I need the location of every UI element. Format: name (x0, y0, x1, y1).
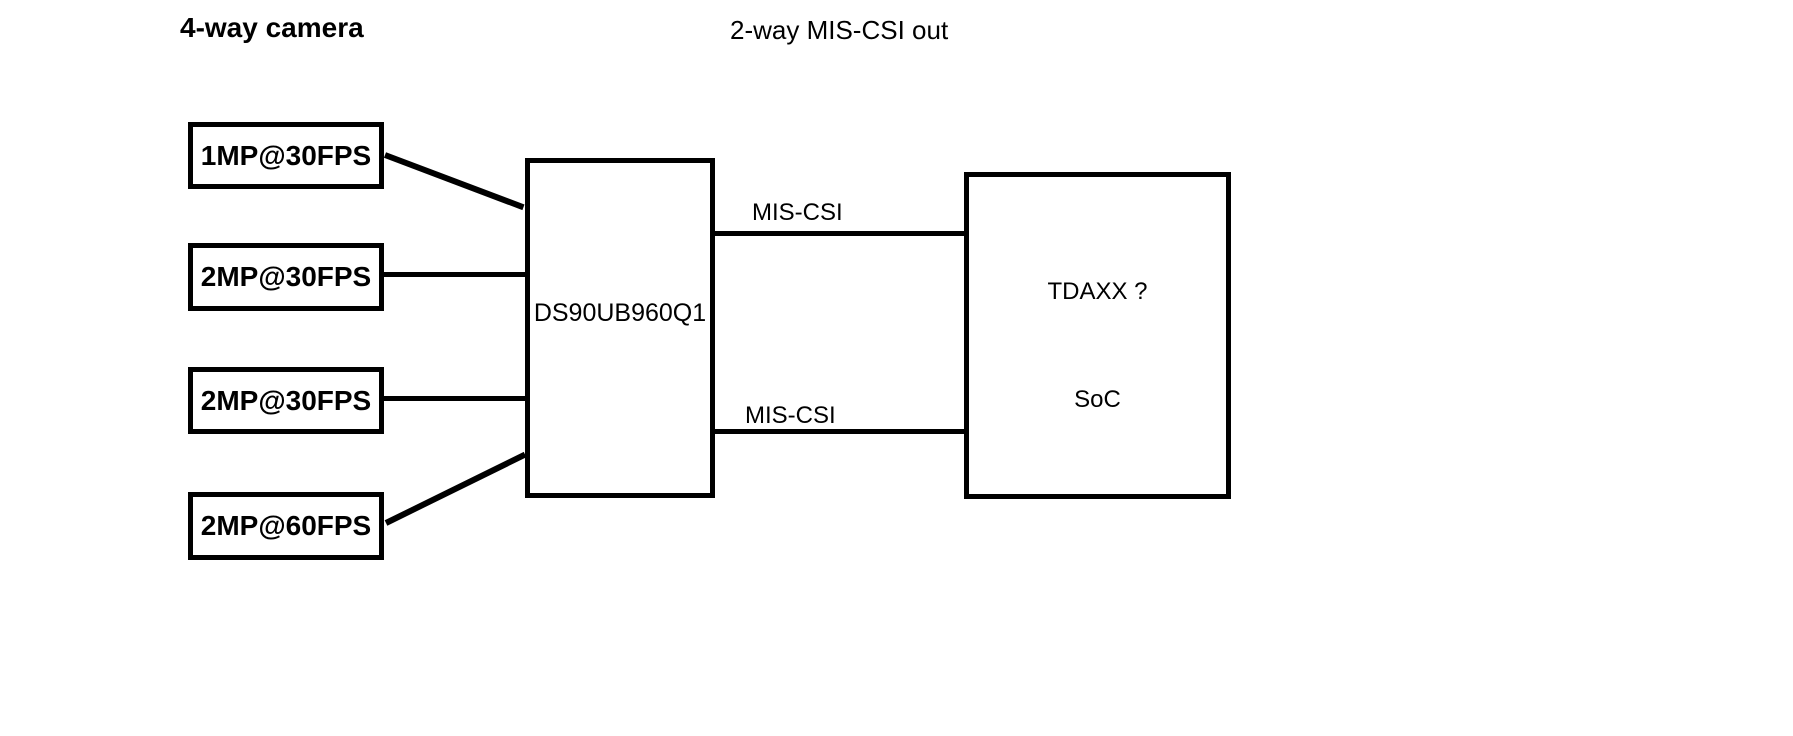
camera-node-1-label: 1MP@30FPS (200, 139, 372, 171)
csi-link-bottom-connector (713, 429, 964, 434)
camera1-to-deserializer-connector (383, 152, 525, 211)
csi-output-group-title: 2-way MIS-CSI out (730, 15, 949, 45)
camera-node-1: 1MP@30FPS (188, 122, 384, 189)
camera-node-4-label: 2MP@60FPS (200, 510, 372, 541)
csi-link-top-label: MIS-CSI (752, 199, 843, 226)
camera-node-2: 2MP@30FPS (188, 243, 384, 311)
camera2-to-deserializer-connector (384, 272, 525, 277)
camera4-to-deserializer-connector (384, 451, 527, 526)
csi-link-bottom-label: MIS-CSI (745, 402, 836, 429)
soc-node: TDAXX ? SoC (964, 172, 1231, 499)
soc-node-title: TDAXX ? (1047, 278, 1148, 305)
camera-node-3-label: 2MP@30FPS (200, 384, 372, 416)
deserializer-node: DS90UB960Q1 (525, 158, 715, 498)
camera-node-3: 2MP@30FPS (188, 367, 384, 434)
camera-node-2-label: 2MP@30FPS (200, 261, 372, 292)
camera3-to-deserializer-connector (384, 396, 525, 401)
camera-group-title: 4-way camera (180, 12, 364, 43)
deserializer-node-label: DS90UB960Q1 (533, 299, 707, 327)
camera-node-4: 2MP@60FPS (188, 492, 384, 560)
soc-node-subtitle: SoC (1074, 386, 1121, 413)
csi-link-top-connector (713, 231, 964, 236)
